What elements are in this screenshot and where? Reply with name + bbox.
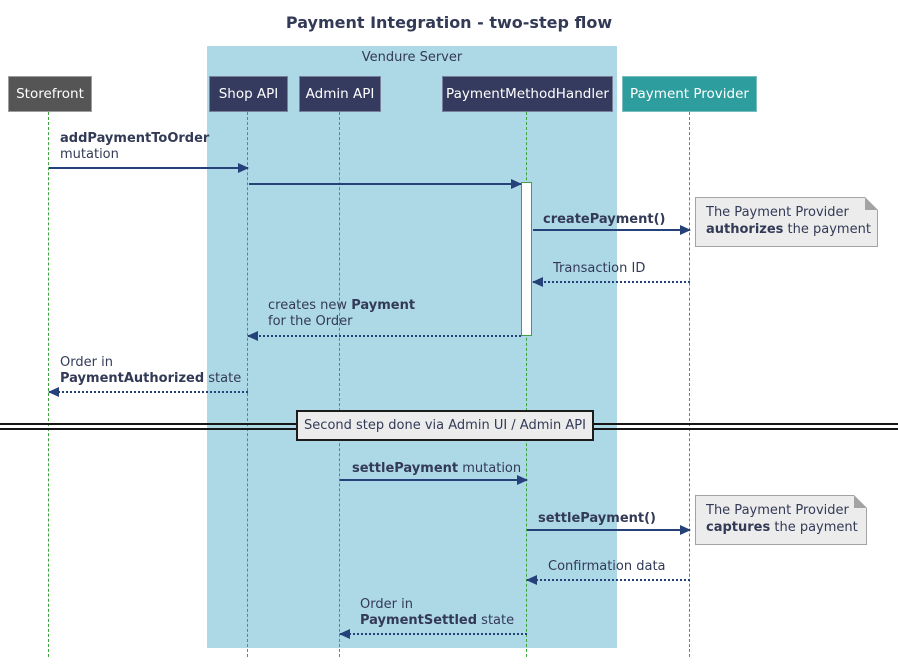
participant-shop-api: Shop API — [209, 76, 288, 112]
message-text: Payment — [351, 298, 416, 313]
participant-shop-api-label: Shop API — [218, 86, 279, 102]
arrow-payment-authorized-return — [48, 387, 248, 397]
message-text: Confirmation data — [548, 559, 666, 574]
section-divider: Second step done via Admin UI / Admin AP… — [296, 410, 594, 441]
lifeline-payment-method-handler — [526, 112, 527, 657]
message-add-payment-to-order: addPaymentToOrder mutation — [60, 131, 209, 163]
participant-admin-api-label: Admin API — [305, 86, 375, 102]
participant-payment-method-handler-label: PaymentMethodHandler — [446, 86, 609, 102]
note-text: The Payment Provider — [706, 205, 849, 220]
message-text: state — [477, 613, 515, 628]
message-creates-new-payment: creates new Payment for the Order — [268, 298, 415, 330]
arrow-create-payment — [533, 225, 691, 235]
participant-payment-provider-label: Payment Provider — [630, 86, 749, 102]
arrow-creates-payment-return — [247, 331, 521, 341]
lifeline-storefront — [48, 112, 49, 657]
message-text: createPayment() — [543, 212, 666, 227]
arrow-add-payment-to-order — [49, 163, 249, 173]
message-text: addPaymentToOrder — [60, 131, 210, 146]
message-transaction-id: Transaction ID — [553, 261, 645, 277]
message-text: mutation — [458, 461, 522, 476]
arrow-transaction-id-return — [532, 277, 690, 287]
arrow-confirmation-data-return — [526, 575, 690, 585]
arrow-shop-api-to-handler — [249, 179, 522, 189]
vendure-server-label: Vendure Server — [361, 50, 463, 65]
message-order-payment-authorized: Order in PaymentAuthorized state — [60, 355, 241, 387]
arrow-settle-payment-mutation — [340, 475, 528, 485]
message-settle-payment-call: settlePayment() — [538, 511, 656, 527]
note-text: authorizes — [706, 222, 784, 237]
lifeline-payment-provider — [689, 112, 690, 657]
section-divider-label: Second step done via Admin UI / Admin AP… — [304, 418, 586, 433]
message-text: creates new — [268, 298, 352, 313]
participant-payment-provider: Payment Provider — [622, 76, 757, 112]
arrow-settle-payment-call — [527, 525, 691, 535]
diagram-title: Payment Integration - two-step flow — [285, 13, 613, 32]
participant-storefront: Storefront — [8, 76, 92, 112]
activation-bar-payment-method-handler — [521, 182, 532, 336]
message-create-payment: createPayment() — [543, 212, 665, 228]
note-text: captures — [706, 520, 771, 535]
note-text: the payment — [783, 222, 871, 237]
message-text: settlePayment() — [538, 511, 656, 526]
lifeline-admin-api — [339, 112, 340, 657]
vendure-server-frame: Vendure Server — [207, 46, 617, 648]
participant-admin-api: Admin API — [299, 76, 381, 112]
message-text: PaymentAuthorized — [60, 371, 205, 386]
message-text: Transaction ID — [553, 261, 646, 276]
note-text: the payment — [770, 520, 858, 535]
message-text: settlePayment — [352, 461, 459, 476]
message-settle-payment-mutation: settlePayment mutation — [352, 461, 521, 477]
participant-payment-method-handler: PaymentMethodHandler — [442, 76, 613, 112]
note-captures-payment: The Payment Provider captures the paymen… — [695, 495, 867, 545]
arrow-payment-settled-return — [339, 629, 527, 639]
lifeline-shop-api — [247, 112, 248, 657]
message-text: for the Order — [268, 314, 353, 329]
message-text: Order in — [60, 355, 113, 370]
note-text: The Payment Provider — [706, 503, 849, 518]
participant-storefront-label: Storefront — [16, 86, 84, 102]
message-text: PaymentSettled — [360, 613, 478, 628]
message-text: state — [204, 371, 242, 386]
note-authorizes-payment: The Payment Provider authorizes the paym… — [695, 197, 878, 247]
message-text: Order in — [360, 597, 413, 612]
message-order-payment-settled: Order in PaymentSettled state — [360, 597, 514, 629]
message-text: mutation — [60, 147, 119, 162]
message-confirmation-data: Confirmation data — [548, 559, 666, 575]
